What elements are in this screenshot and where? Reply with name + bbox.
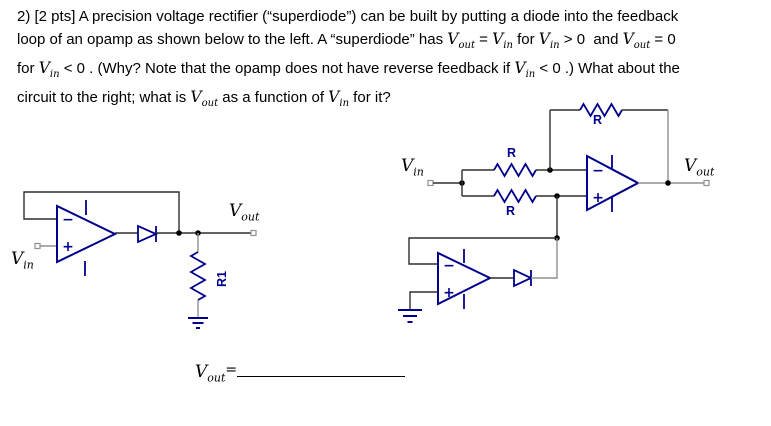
vin-label-right: Vin [401, 156, 424, 179]
vout-label-left: Vout [229, 201, 260, 224]
wire-feedback [23, 191, 180, 233]
junction-dot [176, 230, 182, 236]
vin-label-left: Vin [11, 249, 34, 272]
r-top-label: R [507, 146, 517, 160]
minus-sign: − [592, 163, 604, 179]
diode-icon [513, 268, 534, 288]
answer-blank [237, 362, 406, 377]
r-bottom-label: R [506, 204, 516, 218]
r-feedback-label: R [593, 113, 603, 127]
equals-sign: = [225, 362, 238, 378]
ground-icon [188, 317, 208, 329]
diode-icon [137, 224, 159, 244]
junction-dot [665, 180, 671, 186]
opamp-icon: − + [586, 154, 641, 212]
vout-terminal [703, 179, 710, 187]
problem-line-4: circuit to the right; what is Vout as a … [17, 88, 391, 109]
problem-line-1: 2) [2 pts] A precision voltage rectifier… [17, 8, 679, 25]
problem-line-3: for Vin < 0 . (Why? Note that the opamp … [17, 59, 680, 80]
answer-line: Vout= [195, 362, 406, 385]
ground-icon [398, 309, 422, 323]
plus-sign: + [592, 190, 604, 206]
resistor-icon [189, 251, 207, 301]
left-circuit: − + [23, 191, 257, 329]
opamp-icon: − + [56, 200, 118, 276]
minus-sign: − [62, 212, 74, 228]
vin-terminal [34, 242, 41, 250]
r1-label: R1 [215, 271, 229, 287]
resistor-icon [493, 162, 537, 178]
vin-terminal [427, 179, 434, 187]
wire-ground [409, 291, 438, 310]
opamp-icon: − + [437, 249, 493, 309]
resistor-icon [493, 188, 537, 204]
wire-clamp-feedback [408, 237, 557, 265]
right-circuit: − + − + [398, 102, 710, 323]
answer-var: Vout [195, 362, 226, 385]
plus-sign: + [62, 239, 74, 255]
minus-sign: − [443, 258, 455, 274]
plus-sign: + [443, 285, 455, 301]
vout-label-right: Vout [684, 156, 715, 179]
vout-terminal [250, 229, 257, 237]
problem-statement: 2) [2 pts] A precision voltage rectifier… [17, 5, 680, 115]
resistor-icon [579, 102, 623, 118]
problem-line-2: loop of an opamp as shown below to the l… [17, 30, 676, 51]
wire-diode-node [531, 238, 558, 279]
